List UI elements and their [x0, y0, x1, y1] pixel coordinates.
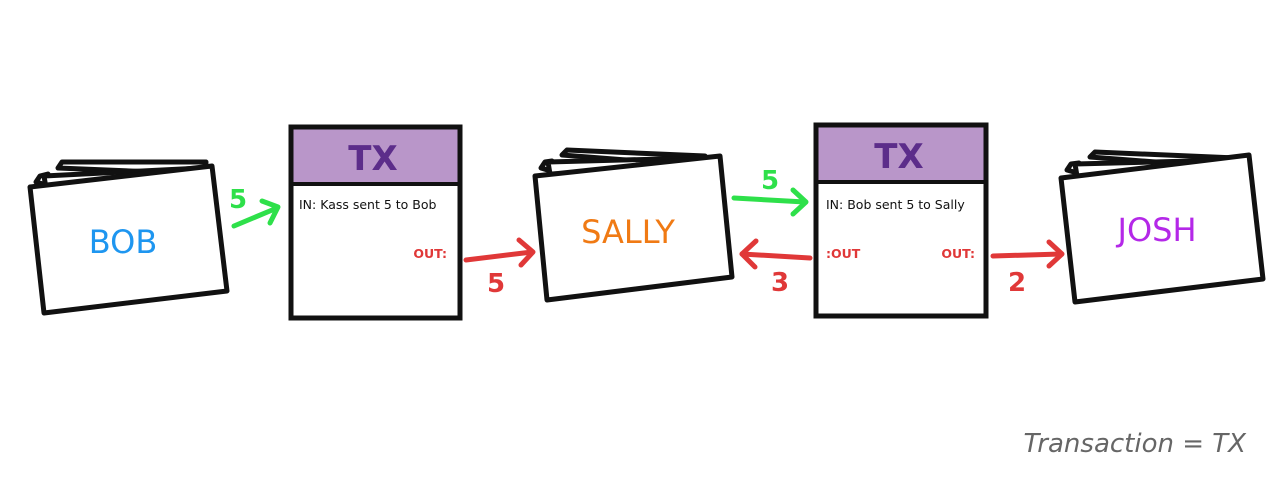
tx-card-2-output-label: OUT: [941, 246, 975, 261]
arrow-tx1-to-sally [463, 237, 536, 268]
tx-card-2: TX IN: Bob sent 5 to Sally :OUT OUT: [813, 122, 989, 319]
tx-card-1-title: TX [348, 139, 397, 179]
arrow-bob-to-tx1 [231, 198, 281, 229]
tx-card-2-title: TX [874, 137, 923, 177]
amount-sally-to-tx2: 5 [761, 166, 779, 196]
wallet-sally-label: SALLY [581, 213, 675, 251]
arrow-tx2-to-josh [990, 239, 1065, 269]
amount-bob-to-tx1: 5 [229, 185, 247, 215]
wallet-josh-label: JOSH [1116, 211, 1197, 249]
amount-tx1-to-sally: 5 [487, 269, 505, 299]
wallet-josh: JOSH [1058, 149, 1266, 305]
wallet-bob-card [27, 163, 230, 316]
arrow-sally-to-tx2 [731, 187, 809, 217]
tx-card-2-change-label: :OUT [826, 246, 861, 261]
tx-card-2-header [818, 127, 984, 182]
tx-card-1-header [293, 129, 458, 184]
wallet-josh-card [1058, 152, 1266, 305]
amount-tx2-to-josh: 2 [1008, 268, 1026, 298]
legend-text: Transaction = TX [1023, 429, 1247, 459]
wallet-sally: SALLY [532, 147, 735, 303]
wallet-bob-label: BOB [89, 223, 158, 261]
tx-card-1: TX IN: Kass sent 5 to Bob OUT: [288, 124, 463, 321]
tx-card-2-input: IN: Bob sent 5 to Sally [826, 197, 965, 212]
wallet-sally-card [532, 153, 735, 303]
tx-card-1-input: IN: Kass sent 5 to Bob [299, 197, 437, 212]
amount-tx2-change-to-sally: 3 [771, 268, 789, 298]
wallet-bob: BOB [27, 159, 230, 316]
arrow-tx2-change-to-sally [739, 238, 813, 270]
tx-card-1-output-label: OUT: [413, 246, 447, 261]
